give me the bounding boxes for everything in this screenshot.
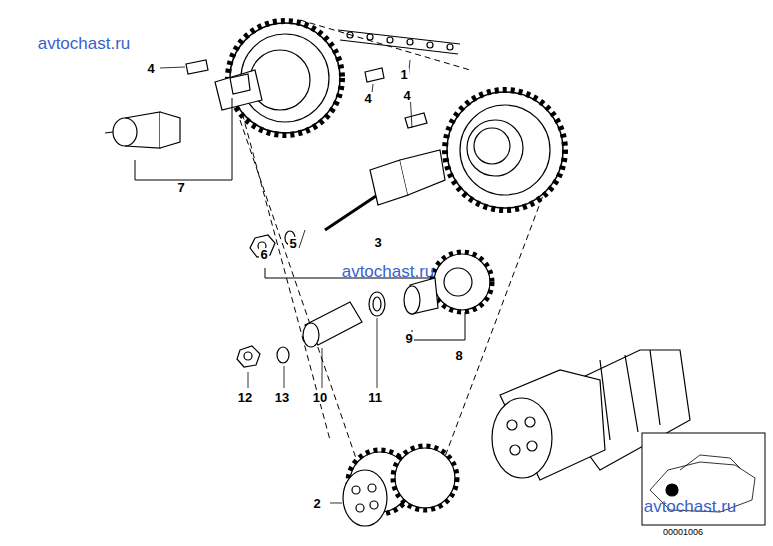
callout-number: 3 [373,236,382,249]
callout-number: 11 [367,391,383,404]
callout-number: 6 [259,248,268,261]
callout-number: 4 [146,62,155,75]
watermark: avtochast.ru [38,35,131,52]
callout-number: 8 [454,349,463,362]
callout-number: 12 [237,391,253,404]
callout-number: 9 [404,332,413,345]
watermark: avtochast.ru [644,498,737,515]
watermark: avtochast.ru [342,263,435,280]
callout-number: 13 [274,391,290,404]
callout-number: 4 [363,92,372,105]
callout-number: 10 [312,391,328,404]
callout-number: 4 [402,89,411,102]
callout-number: 1 [399,68,408,81]
callout-number: 2 [312,497,321,510]
callout-number: 5 [288,237,297,250]
diagram-code: 00001006 [662,528,704,537]
callout-number: 7 [176,181,185,194]
